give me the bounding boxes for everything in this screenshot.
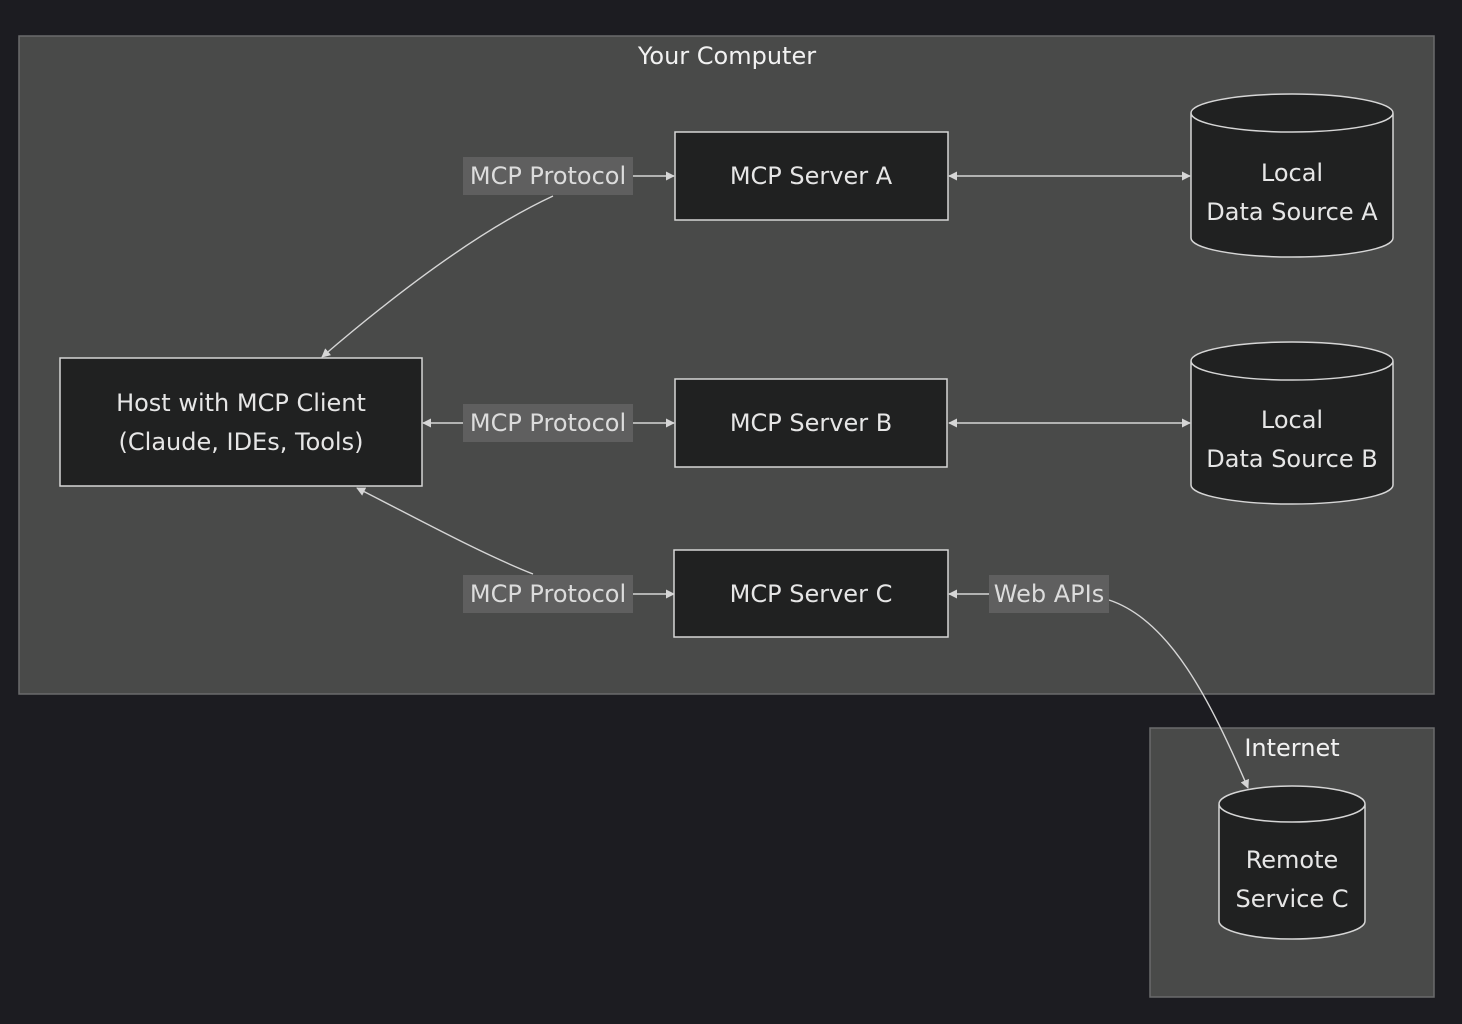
node-local-data-source-a[interactable]: Local Data Source A <box>1190 93 1394 258</box>
node-host-mcp-client[interactable]: Host with MCP Client (Claude, IDEs, Tool… <box>59 357 423 487</box>
cluster-your-computer-title: Your Computer <box>637 42 816 70</box>
edge-label-text: MCP Protocol <box>470 580 626 608</box>
edge-label-bg <box>463 575 633 613</box>
cylinder-database-icon[interactable] <box>1190 93 1394 258</box>
node-mcp-server-a[interactable]: MCP Server A <box>674 131 949 221</box>
node-data-b-line2: Data Source B <box>1206 445 1377 473</box>
cylinder-database-icon[interactable] <box>1190 341 1394 505</box>
node-server-c-label: MCP Server C <box>730 580 893 608</box>
node-data-a-line2: Data Source A <box>1206 198 1378 226</box>
edge-label-server-c-remote: Web APIs <box>989 575 1109 613</box>
node-server-c-box[interactable] <box>673 549 949 638</box>
edge-web-apis-to-remote-c <box>1108 599 1249 789</box>
node-remote-c-line2: Service C <box>1235 885 1348 913</box>
node-host-box[interactable] <box>59 357 423 487</box>
node-host-line1: Host with MCP Client <box>116 389 366 417</box>
node-data-b-line1: Local <box>1261 406 1323 434</box>
node-mcp-server-c[interactable]: MCP Server C <box>673 549 949 638</box>
edge-label-bg <box>463 157 633 195</box>
edges <box>321 171 1249 789</box>
edge-label-host-server-a: MCP Protocol <box>463 157 633 195</box>
node-data-a-line1: Local <box>1261 159 1323 187</box>
edge-label-host-server-b: MCP Protocol <box>463 404 633 442</box>
edge-host-to-server-a-curve <box>321 195 554 358</box>
edge-label-text: MCP Protocol <box>470 162 626 190</box>
edge-label-text: Web APIs <box>994 580 1104 608</box>
edge-host-to-server-c-curve <box>356 487 534 575</box>
node-server-b-box[interactable] <box>674 378 948 468</box>
node-server-a-box[interactable] <box>674 131 949 221</box>
edge-label-bg <box>989 575 1109 613</box>
edge-label-host-server-c: MCP Protocol <box>463 575 633 613</box>
node-host-line2: (Claude, IDEs, Tools) <box>119 428 364 456</box>
edge-label-bg <box>463 404 633 442</box>
cylinder-database-icon[interactable] <box>1218 785 1366 940</box>
cluster-internet-title: Internet <box>1244 734 1339 762</box>
node-server-a-label: MCP Server A <box>730 162 893 190</box>
node-server-b-label: MCP Server B <box>730 409 892 437</box>
node-remote-c-line1: Remote <box>1246 846 1339 874</box>
node-local-data-source-b[interactable]: Local Data Source B <box>1190 341 1394 505</box>
node-remote-service-c[interactable]: Remote Service C <box>1218 785 1366 940</box>
node-mcp-server-b[interactable]: MCP Server B <box>674 378 948 468</box>
edge-label-text: MCP Protocol <box>470 409 626 437</box>
